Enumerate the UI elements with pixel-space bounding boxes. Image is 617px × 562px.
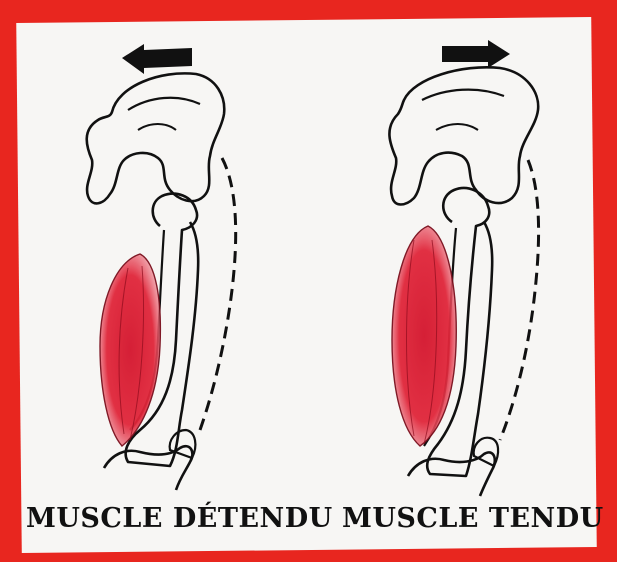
arrow-left-icon <box>122 44 192 74</box>
pelvis-bone <box>87 73 225 203</box>
arrow-right-icon <box>442 40 510 68</box>
caption-relaxed: MUSCLE DÉTENDU <box>26 503 333 534</box>
pelvis-bone <box>389 67 538 204</box>
dashed-outline <box>200 158 236 430</box>
figure-contracted <box>389 40 538 496</box>
muscle-contracted <box>392 226 456 446</box>
caption-contracted: MUSCLE TENDU <box>342 503 604 534</box>
figure-relaxed <box>87 44 236 490</box>
